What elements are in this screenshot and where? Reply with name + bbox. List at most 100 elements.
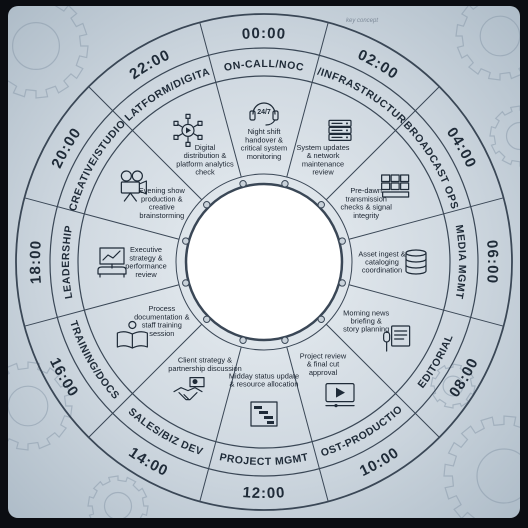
hub-bolt [239, 180, 247, 188]
activity-segment: Client strategy &partnership discussion [168, 356, 242, 401]
clock-dial: key concept 00:0002:0004:0006:0008:0010:… [8, 6, 520, 518]
spoke-line [348, 284, 504, 327]
time-label: 08:00 [446, 355, 482, 400]
hub-bolt [281, 336, 289, 344]
time-label: 16:00 [46, 355, 82, 400]
activity-text-line: platform analytics [176, 159, 234, 168]
hub-bolt [239, 336, 247, 344]
activity-text-line: staff training [142, 321, 182, 330]
activity-text-line: documentation & [134, 312, 190, 321]
spoke-line [88, 323, 203, 438]
activity-text-line: monitoring [247, 152, 282, 161]
activity-text-line: & network [307, 151, 340, 160]
activity-text-line: coordination [362, 266, 402, 275]
department-label: ON-CALL/NOC [223, 58, 305, 74]
activity-text-line: check [195, 168, 215, 177]
video-player-icon [325, 383, 355, 408]
blueprint-background [8, 6, 520, 518]
activity-text-line: critical system [241, 144, 287, 153]
book-lightbulb-icon [116, 320, 148, 349]
time-ring-inner [49, 47, 479, 477]
spoke-line [286, 346, 329, 502]
gear-bottom [87, 475, 149, 518]
activity-text-line: session [149, 329, 174, 338]
activity-text-line: transmission [345, 194, 386, 203]
gear-bottom-left [8, 361, 73, 451]
gear-top-right [455, 6, 520, 81]
time-labels: 00:0002:0004:0006:0008:0010:0012:0014:00… [27, 25, 501, 502]
hub-bolt [203, 201, 211, 209]
hub-bolt [338, 237, 346, 245]
activity-text-line: brainstorming [139, 211, 184, 220]
activity-text-line: & final cut [307, 360, 339, 369]
handshake-icon [173, 377, 205, 401]
spoke-line [325, 86, 440, 201]
department-label: LEADERSHIP [60, 224, 75, 299]
activity-text-line: performance [125, 262, 167, 271]
time-label: 12:00 [242, 484, 286, 502]
database-icon [405, 249, 427, 275]
activity-text-line: maintenance [302, 159, 344, 168]
activity-text-line: Process [148, 304, 175, 313]
activity-text-line: Pre-dawn [350, 186, 382, 195]
presentation-board-icon [97, 247, 127, 278]
department-label: PROJECT MGMT [218, 451, 309, 468]
time-label: 06:00 [483, 239, 501, 284]
hub-bolt [182, 237, 190, 245]
hub-bolt [317, 201, 325, 209]
spoke-line [199, 22, 242, 178]
time-label: 14:00 [125, 444, 170, 480]
spoke-line [88, 86, 203, 201]
activity-text-line: Night shift [248, 127, 281, 136]
activity-text-line: checks & signal [341, 203, 393, 212]
activity-text-line: strategy & [129, 253, 162, 262]
activity-text-line: & resource allocation [229, 380, 298, 389]
spoke-line [199, 346, 242, 502]
spoke-line [24, 197, 180, 240]
activity-text-line: briefing & [351, 317, 382, 326]
activity-text-line: System updates [297, 143, 350, 152]
activity-text-line: creative [149, 203, 175, 212]
gear-right [489, 105, 520, 167]
spoke-line [286, 22, 329, 178]
activity-text-line: Executive [130, 245, 162, 254]
gantt-chart-icon [250, 401, 278, 427]
gear-small-right [430, 363, 476, 409]
department-ring-inner [77, 75, 451, 449]
activity-text-line: review [135, 270, 157, 279]
activity-text-line: approval [309, 368, 338, 377]
activity-text-line: review [312, 168, 334, 177]
hub-ring [175, 173, 353, 351]
activity-text-line: integrity [353, 211, 379, 220]
time-label: 10:00 [357, 444, 402, 480]
activity-text-line: distribution & [184, 151, 227, 160]
microphone-newspaper-icon [383, 325, 411, 352]
play-network-icon [173, 113, 203, 147]
department-label: MEDIA MGMT [453, 224, 468, 300]
activity-text-line: production & [141, 194, 183, 203]
activity-text-line: story planning [343, 325, 389, 334]
headset-24-7-icon: 24/7 [249, 102, 279, 126]
hub-bolt [203, 315, 211, 323]
gear-top-left [8, 6, 89, 99]
server-rack-icon [328, 119, 352, 141]
activity-text-line: Digital [195, 143, 216, 152]
activity-text-line: Evening show [139, 186, 186, 195]
time-label: 18:00 [27, 239, 45, 284]
dial-rings [15, 13, 513, 511]
center-circle [184, 182, 344, 342]
outer-ring [15, 13, 513, 511]
badge-text: 24/7 [257, 109, 271, 116]
activity-text-line: Morning news [343, 308, 389, 317]
